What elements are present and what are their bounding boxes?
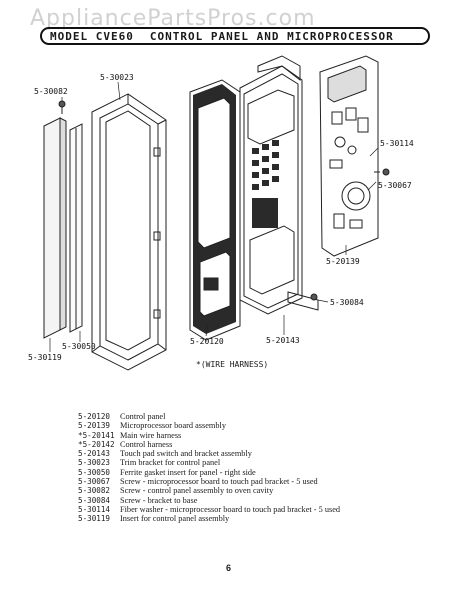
legend-description: Touch pad switch and bracket assembly [120, 449, 252, 459]
insert-strip-part [43, 117, 67, 339]
callout-5-20143: 5-20143 [266, 336, 300, 345]
ferrite-gasket-part [69, 123, 83, 333]
legend-row: 5-30082 Screw - control panel assembly to… [78, 486, 340, 495]
parts-legend: 5-20120 Control panel 5-20139 Microprocess… [78, 412, 340, 524]
legend-row: 5-30050 Ferrite gasket insert for panel -… [78, 468, 340, 477]
legend-description: Fiber washer - microprocessor board to t… [120, 504, 341, 514]
legend-part-number: *5-20142 [78, 439, 115, 449]
legend-description: Screw - microprocessor board to touch pa… [120, 477, 318, 487]
legend-part-number: 5-30082 [78, 486, 111, 496]
screw-30084-part [310, 293, 318, 301]
legend-part-number: 5-30114 [78, 504, 111, 514]
legend-description: Control panel [120, 412, 166, 421]
callout-5-30082: 5-30082 [34, 87, 68, 96]
legend-part-number: 5-30084 [78, 495, 111, 505]
model-label: MODEL CVE60 [50, 29, 134, 43]
legend-description: Trim bracket for control panel [120, 458, 221, 468]
legend-part-number: 5-30119 [78, 514, 111, 524]
microprocessor-board-part [319, 55, 379, 257]
callout-5-30067: 5-30067 [378, 181, 412, 190]
callout-5-30023: 5-30023 [100, 73, 134, 82]
legend-row: *5-20141 Main wire harness [78, 431, 340, 440]
screw-30082-part [58, 100, 66, 114]
control-panel-part [189, 79, 241, 341]
legend-description: Screw - control panel assembly to oven c… [120, 486, 274, 496]
legend-row: 5-20120 Control panel [78, 412, 340, 421]
legend-part-number: 5-30023 [78, 458, 111, 468]
page-number: 6 [226, 563, 232, 573]
legend-row: 5-30119 Insert for control panel assembly [78, 514, 340, 523]
callout-5-30050: 5-30050 [62, 342, 96, 351]
trim-bracket-part [91, 93, 167, 371]
legend-part-number: 5-30050 [78, 467, 111, 477]
legend-description: Main wire harness [120, 430, 182, 440]
legend-row: 5-20139 Microprocessor board assembly [78, 421, 340, 430]
diagram-title-box: MODEL CVE60 CONTROL PANEL AND MICROPROCE… [40, 27, 430, 45]
callout-5-20139: 5-20139 [326, 257, 360, 266]
legend-part-number: 5-20120 [78, 412, 111, 421]
legend-description: Insert for control panel assembly [120, 514, 230, 524]
callout-5-20120: 5-20120 [190, 337, 224, 346]
leader-lines [49, 81, 379, 352]
wire-harness-note: *(WIRE HARNESS) [196, 360, 269, 369]
watermark-text: AppliancePartsPros.com [30, 6, 316, 31]
legend-row: 5-30067 Screw - microprocessor board to t… [78, 477, 340, 486]
diagram-title: CONTROL PANEL AND MICROPROCESSOR [149, 29, 394, 43]
callout-5-30084: 5-30084 [330, 298, 364, 307]
callout-5-30119: 5-30119 [28, 353, 62, 362]
legend-description: Control harness [120, 439, 173, 449]
legend-row: 5-30084 Screw - bracket to base [78, 496, 340, 505]
screw-30067-part [374, 168, 390, 176]
legend-description: Ferrite gasket insert for panel - right … [120, 467, 256, 477]
legend-part-number: 5-30067 [78, 477, 111, 487]
legend-description: Microprocessor board assembly [120, 421, 226, 431]
callout-5-30114: 5-30114 [380, 139, 414, 148]
legend-part-number: *5-20141 [78, 430, 115, 440]
legend-description: Screw - bracket to base [120, 495, 198, 505]
legend-part-number: 5-20143 [78, 449, 111, 459]
legend-part-number: 5-20139 [78, 421, 111, 431]
legend-row: 5-20143 Touch pad switch and bracket asse… [78, 449, 340, 458]
legend-row: 5-30023 Trim bracket for control panel [78, 458, 340, 467]
touch-pad-bracket-part [239, 55, 319, 315]
legend-row: *5-20142 Control harness [78, 440, 340, 449]
legend-row: 5-30114 Fiber washer - microprocessor boa… [78, 505, 340, 514]
